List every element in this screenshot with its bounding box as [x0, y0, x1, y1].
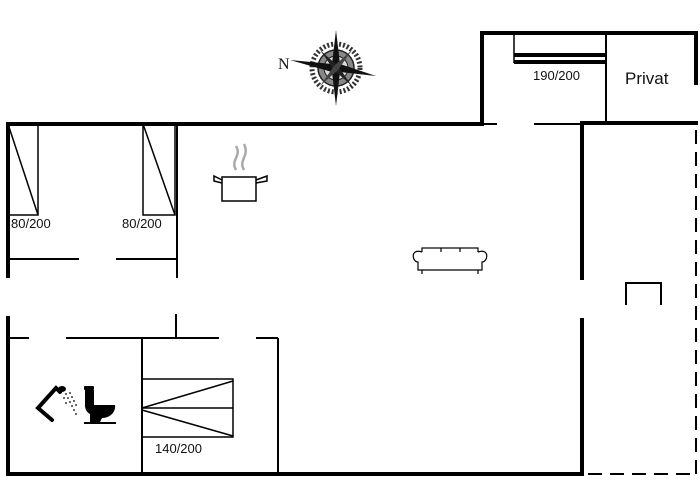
terrace-boundary: [588, 130, 697, 475]
bed-single-1: [7, 123, 39, 216]
cooking-pot-icon: [213, 143, 268, 202]
sofa-icon: [412, 247, 488, 274]
bed-single-1-size-label: 80/200: [11, 216, 51, 231]
toilet-icon: [84, 386, 116, 424]
compass-rose-icon: [290, 30, 376, 106]
interior-walls: [8, 33, 662, 474]
bed-top-size-label: 190/200: [533, 68, 580, 83]
shower-icon: [35, 385, 77, 422]
bed-single-2-size-label: 80/200: [122, 216, 162, 231]
bed-top: [513, 33, 606, 64]
compass-north-label: N: [278, 56, 290, 73]
bed-double: [141, 378, 234, 438]
bed-single-2: [142, 123, 176, 216]
private-room-label: Privat: [625, 69, 669, 88]
bed-double-size-label: 140/200: [155, 441, 202, 456]
